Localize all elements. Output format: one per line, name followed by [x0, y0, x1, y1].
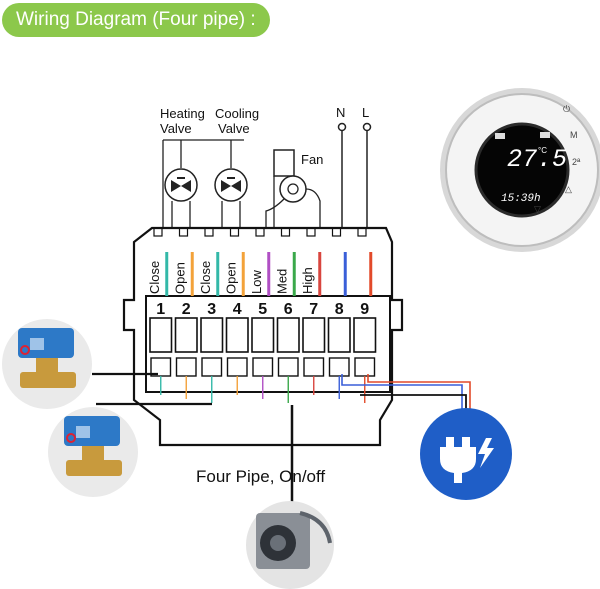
terminal-tab — [255, 227, 265, 237]
terminal-tab — [178, 227, 189, 237]
terminal-cell — [353, 317, 377, 353]
terminal-function-label: Med — [274, 269, 289, 294]
display-temperature: 27.5 — [507, 145, 567, 174]
terminal-tab — [357, 227, 367, 237]
valve-actuator-photo-1 — [2, 319, 92, 409]
terminal-function-label: Low — [249, 270, 264, 294]
terminal-number: 6 — [284, 301, 293, 318]
terminal-tab — [229, 227, 240, 237]
terminal-number: 5 — [258, 301, 267, 318]
terminal-cell — [302, 317, 326, 353]
terminal-screw — [175, 357, 197, 377]
down-button-icon[interactable]: ▽ — [534, 204, 541, 214]
terminal-screw — [328, 357, 350, 377]
terminal-cell — [200, 317, 224, 353]
terminal-screw — [226, 357, 248, 377]
blower-fan-photo — [246, 501, 334, 589]
terminal-tab — [204, 227, 214, 237]
diagram-title: Wiring Diagram (Four pipe) : — [2, 3, 270, 37]
terminal-screw — [201, 357, 223, 377]
terminal-tab — [280, 227, 291, 237]
cooling-valve-icon — [214, 168, 248, 202]
terminal-number: 3 — [207, 301, 216, 318]
fan-symbol-icon — [265, 149, 321, 228]
terminal-tab — [306, 227, 316, 237]
cooling-valve-label-1: Cooling — [215, 106, 259, 121]
terminal-cell — [327, 317, 351, 353]
power-supply-icon — [420, 408, 512, 500]
terminal-function-label: Close — [147, 261, 162, 294]
terminal-function-label: Open — [172, 262, 187, 294]
terminal-screw — [354, 357, 376, 377]
cooling-valve-label-2: Valve — [218, 121, 250, 136]
terminal-tab — [153, 227, 163, 237]
neutral-terminal-icon — [337, 122, 347, 132]
terminal-number: 2 — [182, 301, 191, 318]
terminal-cell — [225, 317, 249, 353]
terminal-wires — [160, 252, 373, 403]
display-clock: 15:39h — [501, 193, 541, 205]
heating-valve-icon — [164, 168, 198, 202]
up-button-icon[interactable]: △ — [565, 184, 572, 194]
terminal-number: 1 — [156, 301, 165, 318]
terminal-function-label: Close — [198, 261, 213, 294]
terminal-cell — [251, 317, 275, 353]
display-unit: °C — [538, 146, 547, 155]
terminal-tab — [331, 227, 342, 237]
live-label: L — [362, 105, 369, 120]
terminal-function-label: High — [300, 267, 315, 294]
heating-valve-label-2: Valve — [160, 121, 192, 136]
thermostat-device: 27.5 °C 15:39h ⏻ M 2ª △ ▽ — [440, 88, 600, 252]
diagram-caption: Four Pipe, On/off — [196, 467, 325, 486]
thermostat-back-housing — [122, 226, 404, 447]
terminal-cell — [149, 317, 173, 353]
neutral-label: N — [336, 105, 345, 120]
valve-actuator-photo-2 — [48, 407, 138, 497]
program-button[interactable]: 2ª — [572, 157, 581, 167]
mode-button[interactable]: M — [570, 130, 578, 140]
terminal-screw — [252, 357, 274, 377]
terminal-cell — [174, 317, 198, 353]
terminal-number: 9 — [360, 301, 369, 318]
power-button-icon[interactable]: ⏻ — [563, 104, 570, 114]
fan-label: Fan — [301, 152, 323, 167]
live-terminal-icon — [362, 122, 372, 132]
heating-valve-label-1: Heating — [160, 106, 205, 121]
terminal-screw — [277, 357, 299, 377]
terminal-screw — [303, 357, 325, 377]
terminal-number: 7 — [309, 301, 318, 318]
terminal-cell — [276, 317, 300, 353]
terminal-function-label: Open — [223, 262, 238, 294]
terminal-number: 8 — [335, 301, 344, 318]
terminal-number: 4 — [233, 301, 242, 318]
